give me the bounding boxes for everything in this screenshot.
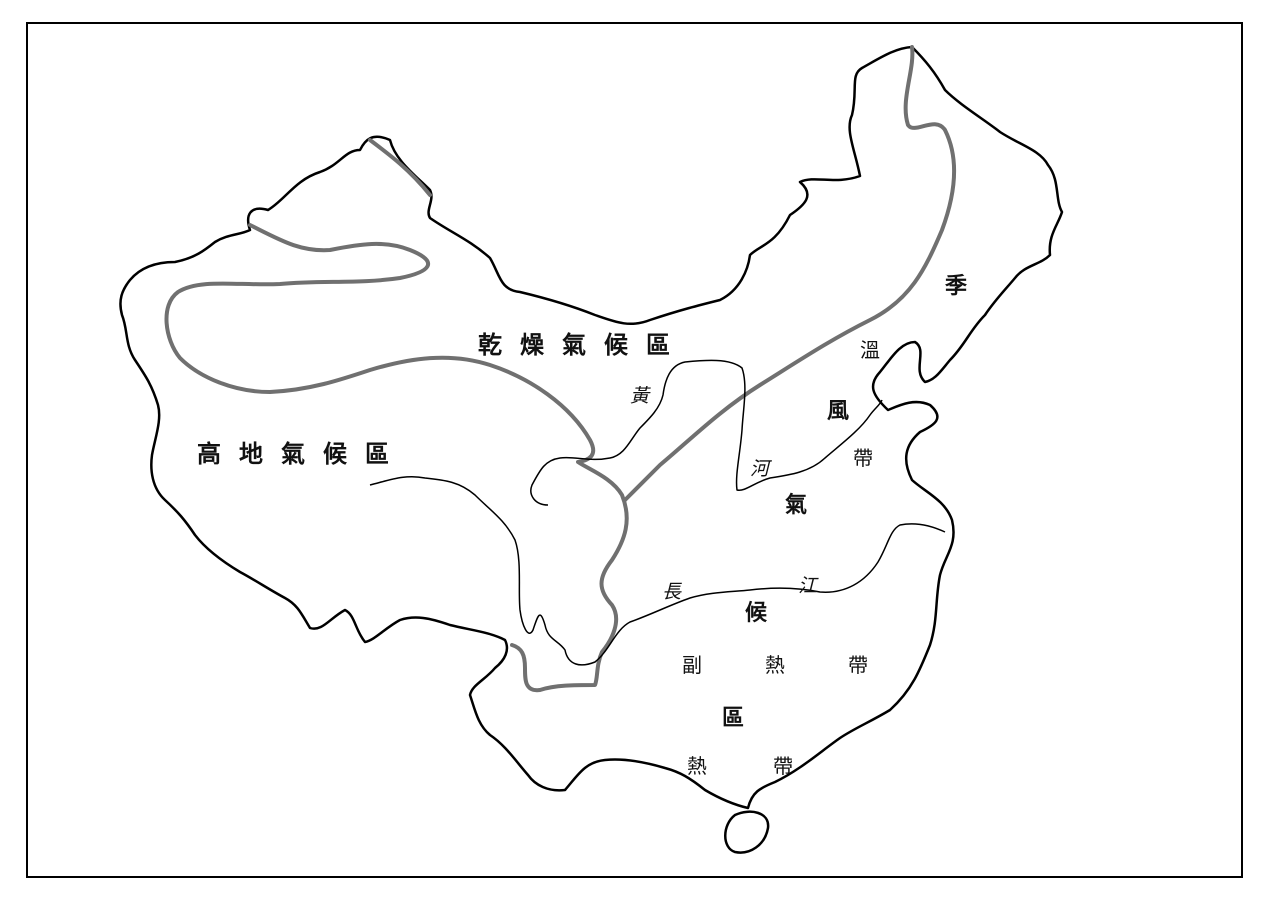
label-monsoon-5: 區 (722, 706, 744, 731)
label-arid-climate: 乾燥氣候區 (478, 331, 688, 359)
yellow-river (530, 359, 883, 506)
label-temperate-2: 帶 (853, 446, 873, 470)
yangtze-river (369, 475, 946, 666)
boundary-monsoon (623, 45, 957, 502)
label-yellow-river-2: 河 (750, 458, 773, 480)
map-frame (26, 22, 1243, 878)
label-yellow-river-1: 黃 (630, 385, 651, 407)
boundary-altai (368, 138, 432, 197)
label-yangtze-1: 長 (662, 581, 682, 603)
label-highland-climate: 高地氣候區 (197, 440, 407, 468)
label-subtropical-2: 熱 (765, 653, 785, 677)
boundary-arid-highland (164, 223, 629, 693)
china-outline (119, 45, 1064, 810)
label-tropical-1: 熱 (687, 754, 707, 778)
label-subtropical-3: 帶 (848, 653, 868, 677)
label-subtropical-1: 副 (682, 653, 702, 677)
label-monsoon-3: 氣 (785, 492, 807, 518)
label-yangtze-2: 江 (798, 575, 819, 597)
label-temperate-1: 溫 (860, 338, 880, 362)
label-monsoon-4: 候 (745, 601, 768, 626)
label-tropical-2: 帶 (773, 754, 793, 778)
label-monsoon-1: 季 (945, 274, 967, 299)
hainan-outline (724, 810, 770, 854)
label-monsoon-2: 風 (827, 399, 849, 424)
